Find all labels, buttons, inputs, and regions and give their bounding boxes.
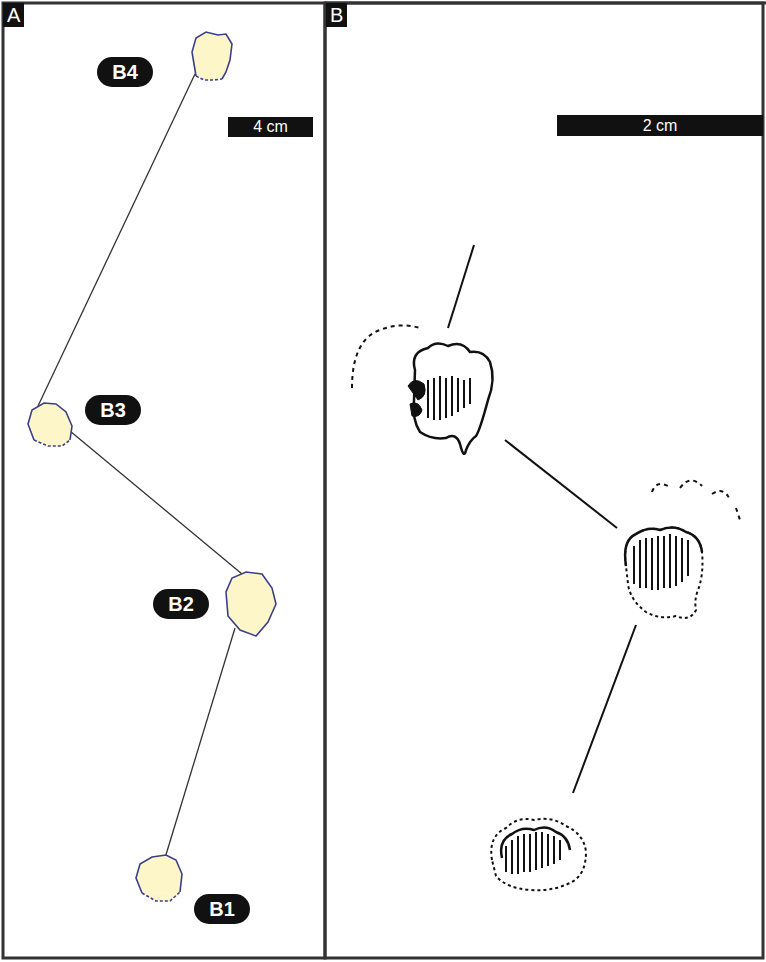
stride-line (448, 245, 636, 793)
footprint-detail (491, 819, 586, 890)
footprint (28, 32, 276, 901)
scale-bar: 4 cm (228, 117, 313, 137)
callout-pill: B3 (85, 395, 141, 425)
panel-letter: A (3, 3, 24, 27)
panel-frame (325, 3, 763, 958)
stride-line (38, 74, 242, 858)
panel-frame (3, 3, 325, 958)
panel-letter: B (326, 3, 347, 27)
callout-pill: B4 (97, 57, 153, 87)
callout-pill: B1 (194, 894, 250, 924)
callout-text: B3 (100, 400, 126, 420)
callout-text: B1 (209, 899, 235, 919)
callout-pill: B2 (153, 589, 209, 619)
callout-text: B4 (112, 62, 138, 82)
footprint-detail (625, 480, 740, 618)
callout-text: B2 (168, 594, 194, 614)
scale-bar: 2 cm (557, 115, 763, 136)
footprint-detail (352, 325, 493, 453)
